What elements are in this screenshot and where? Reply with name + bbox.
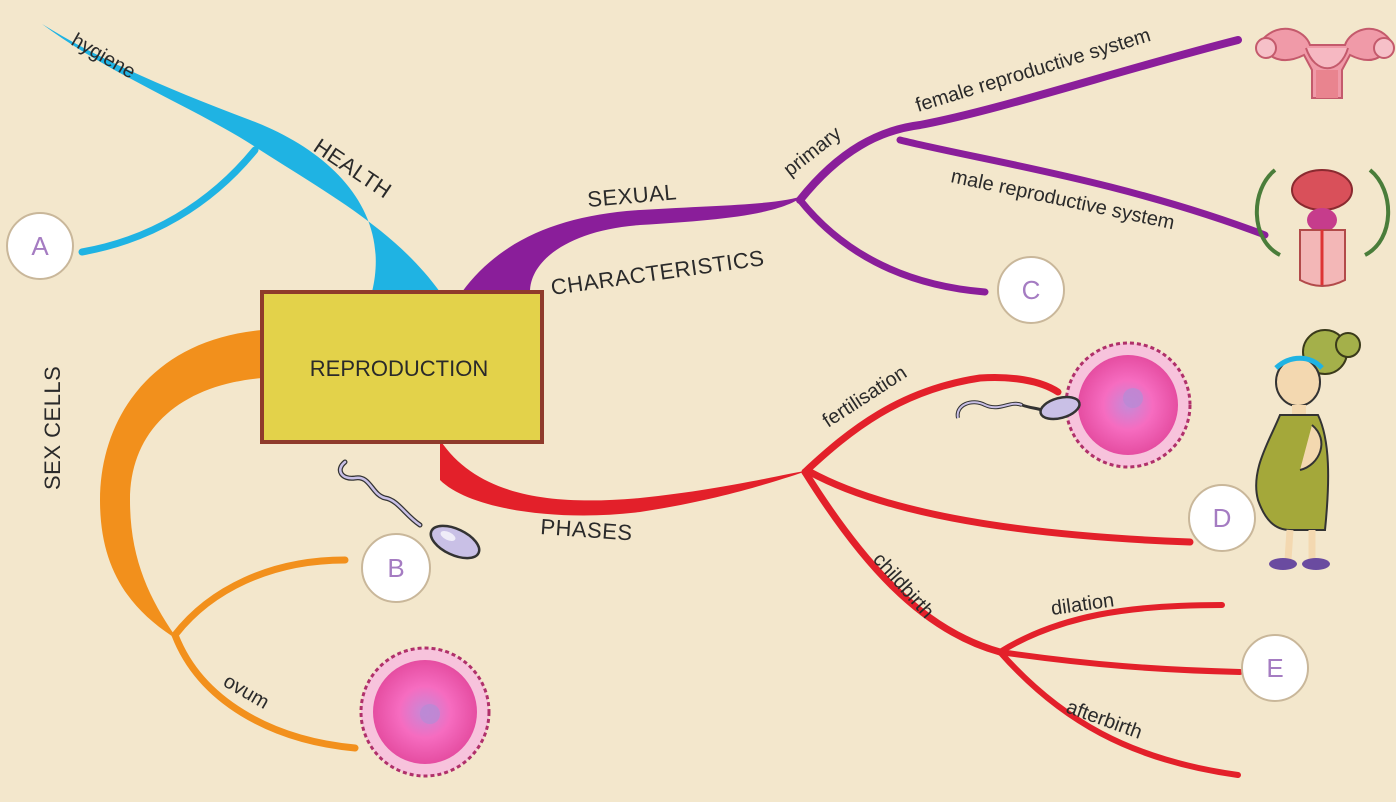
marker-b: B: [362, 534, 430, 602]
central-node-label: REPRODUCTION: [310, 356, 488, 381]
primary-label: primary: [780, 123, 846, 181]
svg-text:C: C: [1022, 275, 1041, 305]
childbirth-label: childbirth: [868, 549, 938, 623]
ovum-label: ovum: [220, 670, 273, 714]
characteristics-label: CHARACTERISTICS: [549, 245, 766, 300]
sex-cells-label: SEX CELLS: [40, 366, 65, 490]
svg-text:B: B: [387, 553, 404, 583]
marker-a: A: [7, 213, 73, 279]
sexual-characteristics-branch: [462, 40, 1265, 292]
svg-text:E: E: [1266, 653, 1283, 683]
pregnant-woman-icon: [1256, 330, 1360, 570]
hygiene-label: hygiene: [68, 29, 140, 83]
fertilisation-cells-icon: [958, 343, 1190, 467]
sexual-label: SEXUAL: [586, 179, 678, 212]
svg-text:A: A: [31, 231, 49, 261]
marker-e: E: [1242, 635, 1308, 701]
phases-label: PHASES: [540, 514, 634, 545]
ovum-cell-icon: [361, 648, 489, 776]
male-reproductive-organ-icon: [1257, 170, 1388, 286]
female-reproductive-organ-icon: [1256, 29, 1394, 98]
marker-c: C: [998, 257, 1064, 323]
svg-text:D: D: [1213, 503, 1232, 533]
marker-d: D: [1189, 485, 1255, 551]
